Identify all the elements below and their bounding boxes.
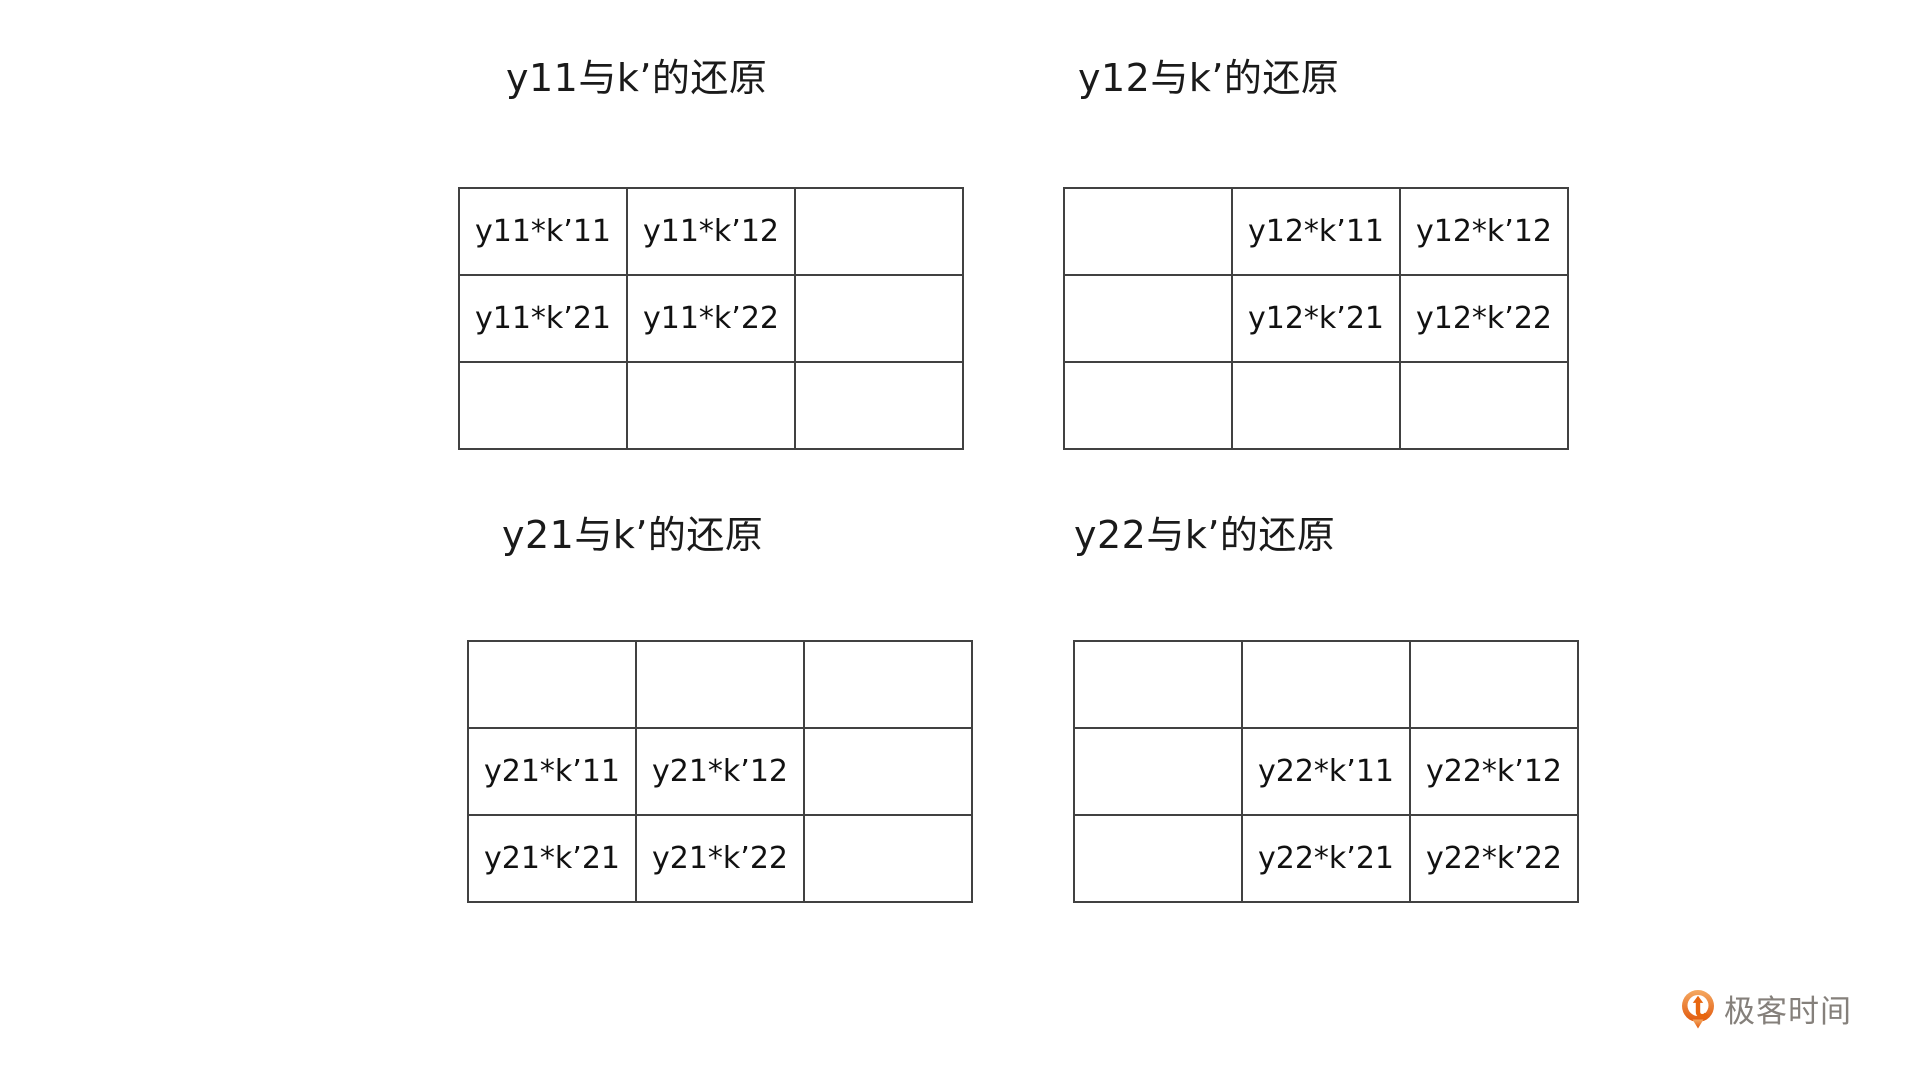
restoration-table-y21: y21*k’11 y21*k’12 y21*k’21 y21*k’22 [467, 640, 973, 903]
table-row: y21*k’11 y21*k’12 [467, 727, 973, 816]
table-cell [1231, 361, 1401, 450]
geektime-logo: 极客时间 [1681, 986, 1852, 1031]
table-cell [794, 361, 964, 450]
table-row: y21*k’21 y21*k’22 [467, 814, 973, 903]
geektime-logo-text: 极客时间 [1724, 994, 1852, 1030]
table-row [458, 361, 964, 450]
table-cell: y22*k’22 [1409, 814, 1579, 903]
table-row [467, 640, 973, 729]
table-cell [467, 640, 637, 729]
table-cell [794, 274, 964, 363]
table-cell: y21*k’12 [635, 727, 805, 816]
table-cell: y11*k’12 [626, 187, 796, 276]
table-cell: y12*k’12 [1399, 187, 1569, 276]
table-row: y22*k’11 y22*k’12 [1073, 727, 1579, 816]
table-cell: y12*k’11 [1231, 187, 1401, 276]
table-cell: y22*k’11 [1241, 727, 1411, 816]
panel-title-y11: y11与k’的还原 [506, 56, 768, 100]
table-row: y22*k’21 y22*k’22 [1073, 814, 1579, 903]
table-row [1063, 361, 1569, 450]
table-cell: y11*k’11 [458, 187, 628, 276]
table-cell: y11*k’21 [458, 274, 628, 363]
table-cell [1063, 274, 1233, 363]
table-row: y11*k’21 y11*k’22 [458, 274, 964, 363]
table-row [1073, 640, 1579, 729]
table-cell [1409, 640, 1579, 729]
panel-title-y12: y12与k’的还原 [1078, 56, 1340, 100]
table-cell: y22*k’12 [1409, 727, 1579, 816]
table-cell [803, 640, 973, 729]
table-cell: y21*k’11 [467, 727, 637, 816]
table-cell [1399, 361, 1569, 450]
table-cell [803, 727, 973, 816]
table-cell [635, 640, 805, 729]
panel-title-y21: y21与k’的还原 [502, 513, 764, 557]
table-cell [1073, 814, 1243, 903]
table-row: y12*k’21 y12*k’22 [1063, 274, 1569, 363]
restoration-table-y11: y11*k’11 y11*k’12 y11*k’21 y11*k’22 [458, 187, 964, 450]
geektime-pin-icon [1682, 989, 1714, 1028]
table-cell [626, 361, 796, 450]
table-cell [1063, 361, 1233, 450]
table-cell: y12*k’21 [1231, 274, 1401, 363]
table-row: y12*k’11 y12*k’12 [1063, 187, 1569, 276]
table-cell [1241, 640, 1411, 729]
table-cell [803, 814, 973, 903]
restoration-table-y22: y22*k’11 y22*k’12 y22*k’21 y22*k’22 [1073, 640, 1579, 903]
table-cell: y21*k’21 [467, 814, 637, 903]
table-cell: y22*k’21 [1241, 814, 1411, 903]
table-cell [458, 361, 628, 450]
restoration-table-y12: y12*k’11 y12*k’12 y12*k’21 y12*k’22 [1063, 187, 1569, 450]
table-cell [794, 187, 964, 276]
table-cell: y21*k’22 [635, 814, 805, 903]
table-cell [1063, 187, 1233, 276]
table-cell [1073, 727, 1243, 816]
panel-title-y22: y22与k’的还原 [1074, 513, 1336, 557]
table-row: y11*k’11 y11*k’12 [458, 187, 964, 276]
table-cell: y12*k’22 [1399, 274, 1569, 363]
table-cell [1073, 640, 1243, 729]
table-cell: y11*k’22 [626, 274, 796, 363]
